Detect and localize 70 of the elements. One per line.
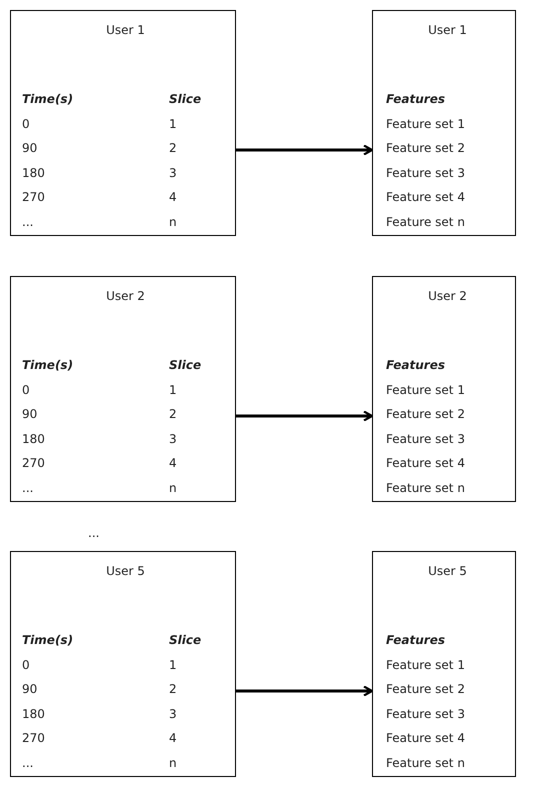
table-cell-text: Feature set 4: [386, 455, 466, 472]
table-box: [10, 551, 236, 777]
box-heading: User 1: [427, 22, 468, 39]
arrow: [236, 144, 374, 156]
table-cell-text: 2: [169, 406, 178, 423]
table-box: [372, 276, 516, 502]
table-cell-text: 1: [169, 116, 178, 132]
column-header: Time(s): [22, 632, 74, 649]
table-cell-text: Feature set 1: [386, 116, 466, 132]
column-header: Slice: [169, 357, 202, 374]
table-cell-text: 4: [169, 455, 178, 472]
table-cell-text: 3: [169, 164, 178, 182]
column-header: Time(s): [22, 91, 74, 108]
box-heading: User 2: [427, 288, 468, 305]
column-header: Slice: [169, 632, 202, 649]
column-header: Features: [386, 91, 446, 108]
table-cell-text: n: [169, 754, 178, 772]
table-cell-text: Feature set 2: [386, 140, 466, 157]
column-header: Slice: [169, 91, 202, 108]
table-cell-text: Feature set 4: [386, 189, 466, 206]
table-cell-text: Feature set 3: [386, 430, 466, 448]
column-header: Features: [386, 632, 446, 649]
box-heading: User 5: [427, 563, 468, 580]
ellipsis-label: ...: [88, 526, 100, 540]
arrow: [236, 410, 374, 422]
table-box: [10, 276, 236, 502]
table-cell-text: Feature set 2: [386, 681, 466, 698]
table-cell-text: 2: [169, 681, 178, 698]
table-cell-text: 1: [169, 382, 178, 398]
table-cell-text: Feature set 2: [386, 406, 466, 423]
table-cell-text: 180: [22, 706, 46, 722]
table-box: [10, 10, 236, 236]
table-cell-text: 90: [22, 681, 38, 698]
table-cell-text: 180: [22, 430, 46, 448]
table-cell-text: 270: [22, 189, 46, 206]
table-cell-text: 270: [22, 730, 46, 747]
column-header: Time(s): [22, 357, 74, 374]
table-cell-text: 90: [22, 140, 38, 157]
table-cell-text: 1: [169, 656, 178, 674]
arrow: [236, 685, 374, 697]
table-cell-text: Feature set 1: [386, 656, 466, 674]
table-cell-text: n: [169, 480, 178, 496]
box-heading: User 2: [105, 288, 146, 305]
table-cell-text: Feature set 3: [386, 706, 466, 722]
table-cell-text: 4: [169, 189, 178, 206]
table-cell-text: ...: [22, 214, 34, 230]
table-cell-text: 3: [169, 706, 178, 722]
table-cell-text: 90: [22, 406, 38, 423]
table-cell-text: ...: [22, 480, 34, 496]
table-cell-text: n: [169, 214, 178, 230]
column-header: Features: [386, 357, 446, 374]
table-cell-text: Feature set n: [386, 480, 466, 496]
table-cell-text: Feature set 4: [386, 730, 466, 747]
table-cell-text: 180: [22, 164, 46, 182]
table-cell-text: 2: [169, 140, 178, 157]
table-cell-text: 0: [22, 382, 31, 398]
table-cell-text: Feature set n: [386, 754, 466, 772]
table-box: [372, 10, 516, 236]
table-cell-text: 3: [169, 430, 178, 448]
table-cell-text: Feature set n: [386, 214, 466, 230]
table-cell-text: 270: [22, 455, 46, 472]
box-heading: User 5: [105, 563, 146, 580]
box-heading: User 1: [105, 22, 146, 39]
table-box: [372, 551, 516, 777]
table-cell-text: 0: [22, 116, 31, 132]
table-cell-text: Feature set 3: [386, 164, 466, 182]
table-cell-text: 0: [22, 656, 31, 674]
table-cell-text: ...: [22, 754, 34, 772]
table-cell-text: Feature set 1: [386, 382, 466, 398]
table-cell-text: 4: [169, 730, 178, 747]
